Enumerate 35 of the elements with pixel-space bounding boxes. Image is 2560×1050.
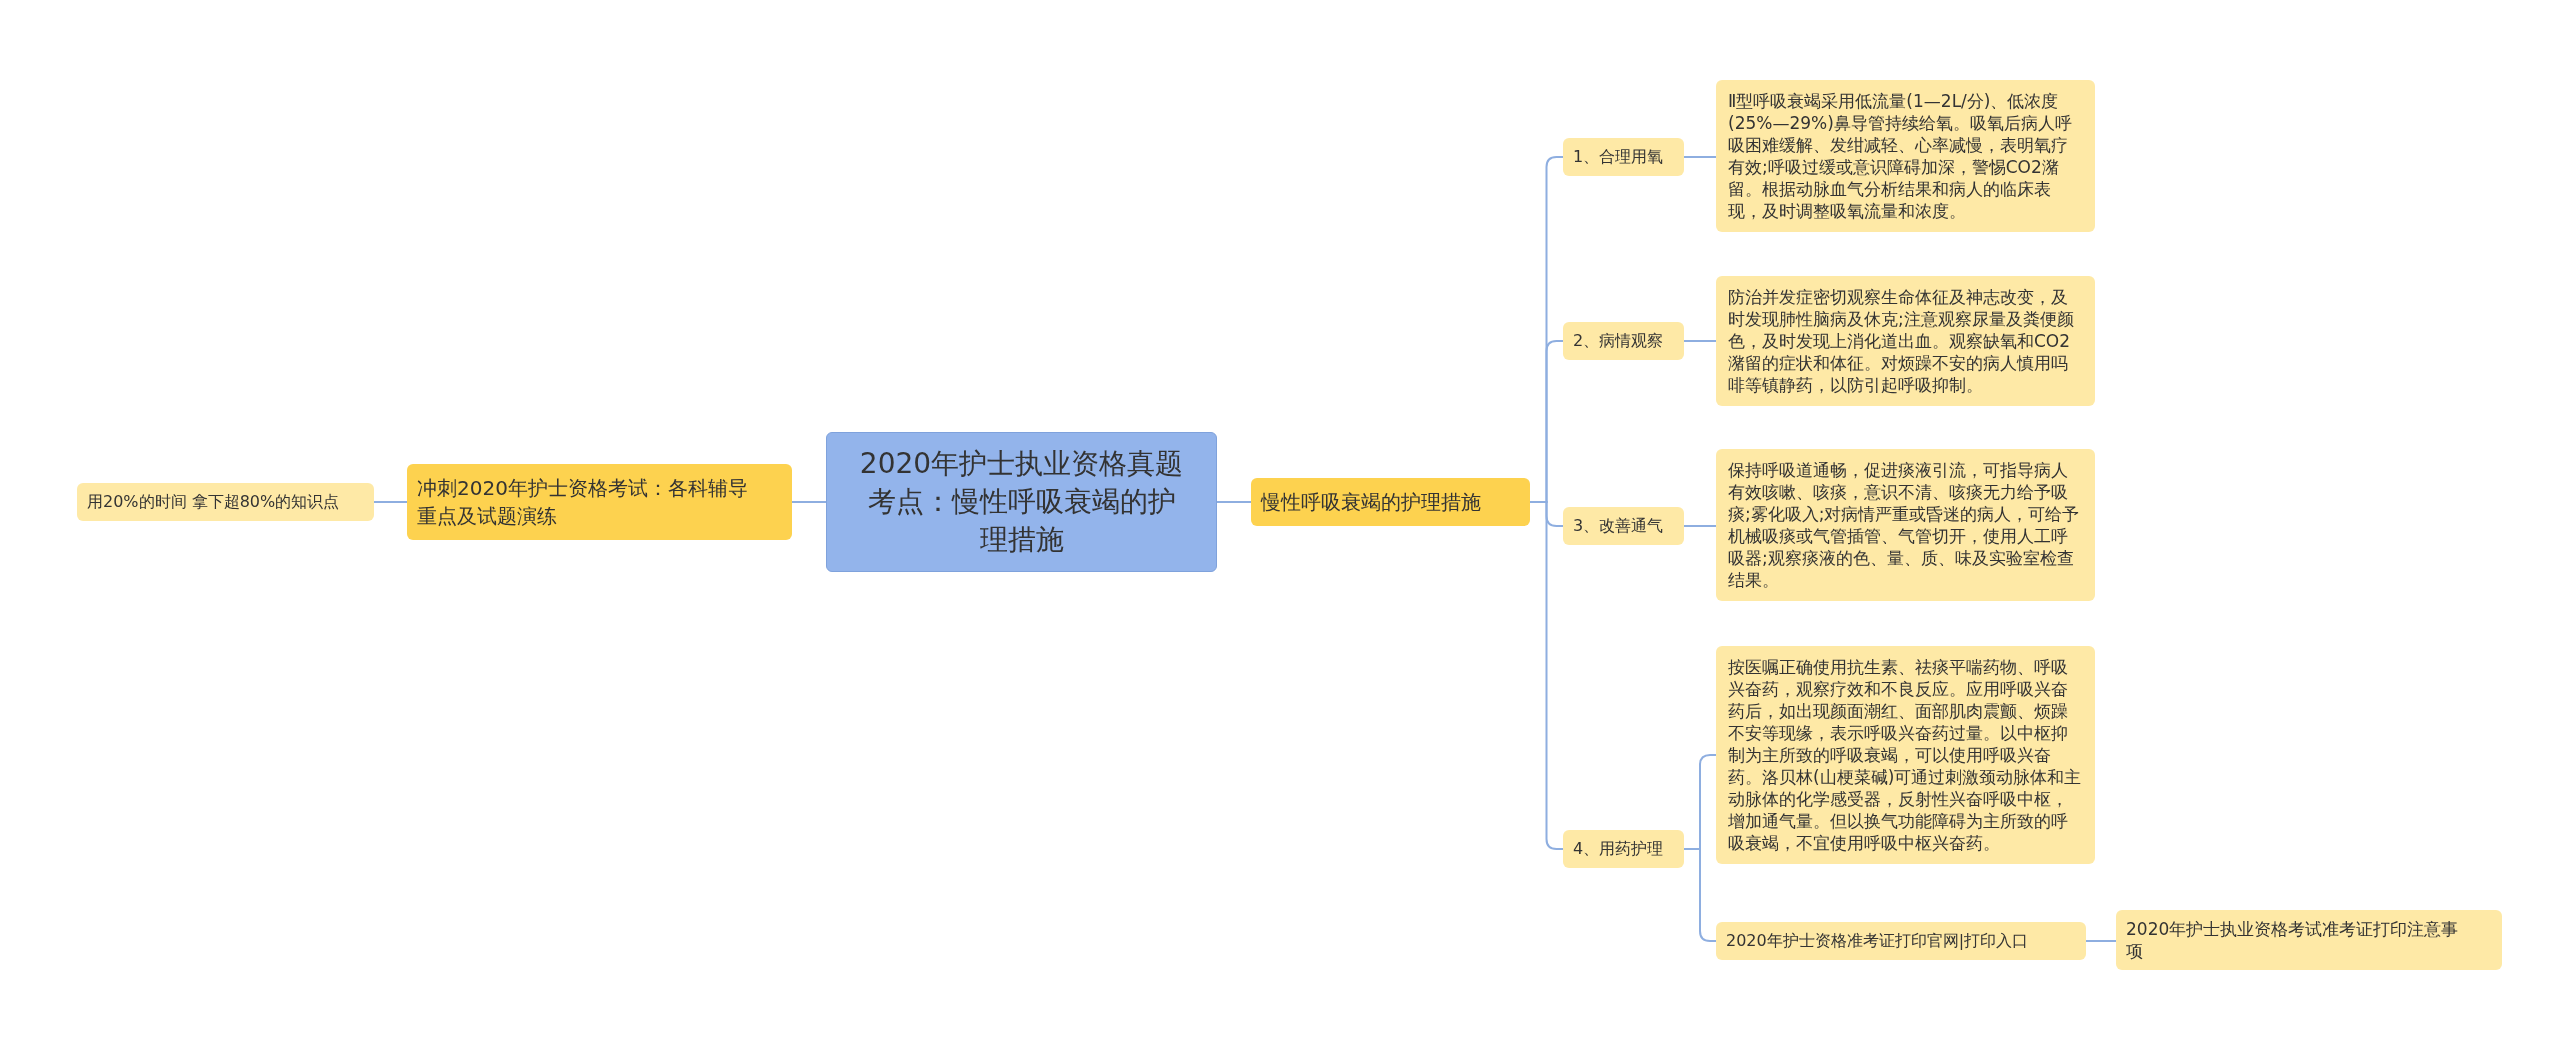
note-card [1716,449,2095,601]
topic-text: 4、用药护理 [1573,838,1665,860]
note-card [1716,276,2095,406]
note-text: 按医嘱正确使用抗生素、祛痰平喘药物、呼吸兴奋药，观察疗效和不良反应。应用呼吸兴奋药后，如出现颜面潮红、面部肌肉震颤、烦躁不安等现缘，表示呼吸兴奋药过量。以中枢抑制为主所致的呼吸衰竭，可以使用呼吸兴奋药。洛贝林(山梗菜碱)可通过刺激颈动脉体和主动脉体的化学感受器，反射性兴奋呼吸中枢，增加通气量。但以换气功能障碍为主所致的呼吸衰竭，不宜使用呼吸中枢兴奋药。 [1728,656,2083,854]
connector-line [1216,501,1252,503]
subtopic-node [77,483,374,521]
topic-text: 冲刺2020年护士资格考试：各科辅导重点及试题演练 [417,475,749,530]
topic-text: 2020年护士执业资格真题考点：慢性呼吸衰竭的护理措施 [858,446,1185,558]
topic-text: 慢性呼吸衰竭的护理措施 [1261,489,1482,516]
central-topic-node [826,432,1217,572]
connector-line [1683,156,1717,158]
branch-topic-node [1251,478,1530,526]
subtopic-node [1716,922,2086,960]
note-text: 保持呼吸道通畅，促进痰液引流，可指导病人有效咳嗽、咳痰，意识不清、咳痰无力给予吸痰;雾化吸入;对病情严重或昏迷的病人，可给予机械吸痰或气管插管、气管切开，使用人工呼吸器;观察痰液的色、量、质、味及实验室检查结果。 [1728,459,2081,591]
note-card [1716,80,2095,232]
topic-text: 1、合理用氧 [1573,146,1665,168]
subtopic-node [1563,138,1684,176]
connector-line [1529,501,1564,850]
note-text: Ⅱ型呼吸衰竭采用低流量(1—2L/分)、低浓度(25%—29%)鼻导管持续给氧。吸氧后病人呼吸困难缓解、发绀减轻、心率减慢，表明氧疗有效;呼吸过缓或意识障碍加深，警惕CO2潴留。根据动脉血气分析结果和病人的临床表现，及时调整吸氧流量和浓度。 [1728,90,2073,222]
connector-line [1683,340,1717,342]
topic-text: 2020年护士执业资格考试准考证打印注意事项 [2126,918,2460,962]
connector-line [373,501,408,503]
connector-line [2085,940,2117,942]
subtopic-node [1563,507,1684,545]
note-text: 防治并发症密切观察生命体征及神志改变，及时发现肺性脑病及休克;注意观察尿量及粪便颜色，及时发现上消化道出血。观察缺氧和CO2潴留的症状和体征。对烦躁不安的病人慎用吗啡等镇静药，以防引起呼吸抑制。 [1728,286,2075,396]
connector-line [1683,525,1717,527]
topic-text: 2、病情观察 [1573,330,1665,352]
subtopic-node [2116,910,2502,970]
subtopic-node [1563,322,1684,360]
connector-line [791,501,827,503]
branch-topic-node [407,464,792,540]
subtopic-node [1563,830,1684,868]
topic-text: 3、改善通气 [1573,515,1665,537]
topic-text: 用20%的时间 拿下超80%的知识点 [87,491,341,513]
topic-text: 2020年护士资格准考证打印官网|打印入口 [1726,930,2030,952]
